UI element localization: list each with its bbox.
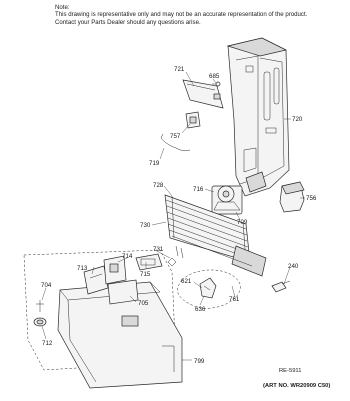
label-712: 712 [42, 340, 53, 347]
flap-bracket [182, 79, 224, 109]
label-713: 713 [77, 265, 88, 272]
clip-704 [36, 300, 44, 312]
duct-housing [226, 37, 290, 197]
screw-685 [212, 81, 221, 87]
screw-240 [271, 280, 291, 293]
note-line-2: Contact your Parts Dealer should any que… [55, 18, 201, 26]
evaporator-coil [164, 194, 267, 277]
side-cover-756 [279, 181, 305, 213]
label-714: 714 [122, 253, 133, 260]
heater-group [177, 269, 241, 309]
module-713 [83, 265, 109, 295]
label-716: 716 [193, 186, 204, 193]
module-714 [103, 255, 127, 285]
label-715: 715 [140, 271, 151, 278]
label-757: 757 [170, 133, 181, 140]
label-761: 761 [229, 296, 240, 303]
label-728: 728 [153, 182, 164, 189]
module-715 [135, 253, 163, 271]
label-731: 731 [153, 246, 164, 253]
label-705: 705 [138, 300, 149, 307]
label-709: 709 [237, 219, 248, 226]
label-621: 621 [181, 278, 192, 285]
label-756: 756 [306, 195, 317, 202]
label-704: 704 [41, 282, 52, 289]
label-685: 685 [209, 73, 220, 80]
fan-motor [211, 185, 243, 215]
control-housing-799 [57, 281, 183, 389]
control-housing-group [23, 249, 177, 371]
disclaimer-note: Note: This drawing is representative onl… [55, 4, 345, 26]
panel-705 [107, 279, 139, 305]
note-heading: Note: [55, 4, 70, 11]
wire-harness-719 [160, 133, 191, 152]
switch-757 [185, 111, 201, 129]
label-721: 721 [174, 66, 185, 73]
label-730: 730 [140, 222, 151, 229]
label-719: 719 [149, 160, 160, 167]
leader-lines [41, 71, 305, 361]
part-labels: 721 685 720 757 719 728 716 756 730 709 … [41, 66, 317, 365]
reference-code: RE-5911 [279, 368, 301, 374]
note-line-1: This drawing is representative only and … [55, 11, 308, 19]
art-number: (ART NO. WR20909 C50) [263, 383, 330, 389]
label-720: 720 [292, 116, 303, 123]
label-636: 636 [195, 306, 206, 313]
label-799: 799 [194, 358, 205, 365]
clip-731 [167, 257, 177, 267]
label-240: 240 [288, 263, 299, 270]
knob-712 [33, 317, 47, 327]
